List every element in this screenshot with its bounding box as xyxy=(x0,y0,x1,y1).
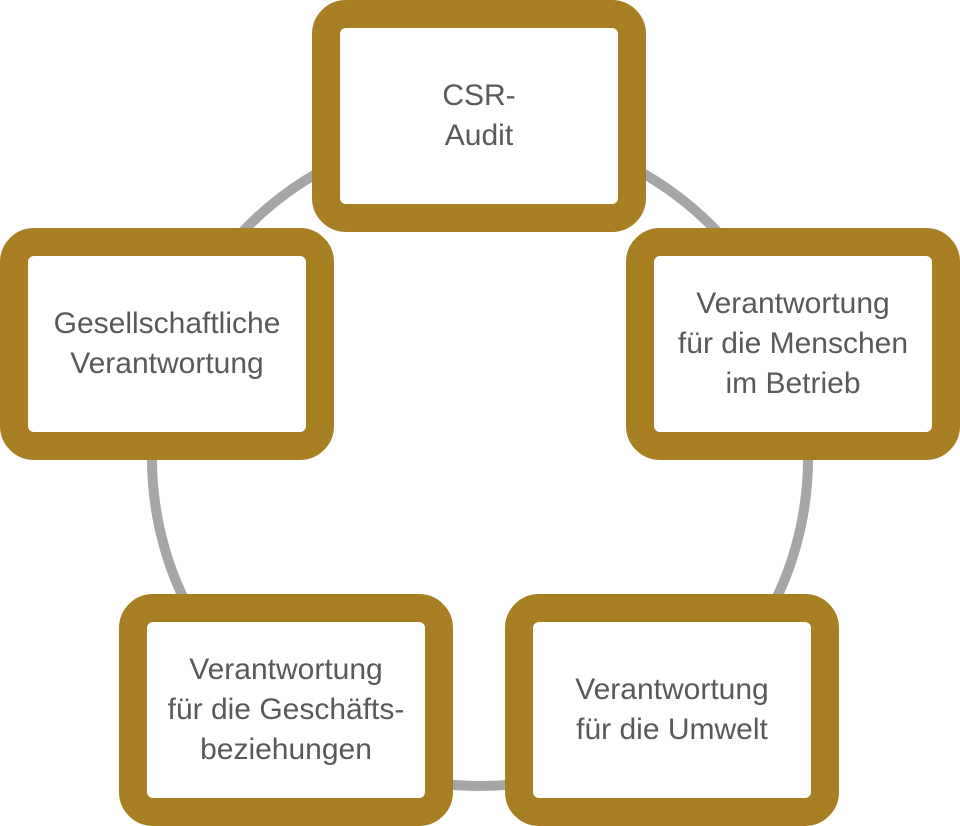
node-responsibility-business: Verantwortung für die Geschäfts- beziehu… xyxy=(119,594,453,826)
node-responsibility-people: Verantwortung für die Menschen im Betrie… xyxy=(626,228,960,460)
node-responsibility-environment: Verantwortung für die Umwelt xyxy=(505,594,839,826)
node-csr-audit-label: CSR- Audit xyxy=(442,79,516,152)
node-responsibility-people-label: Verantwortung für die Menschen im Betrie… xyxy=(677,287,909,400)
node-social-responsibility-label: Gesellschaftliche Verantwortung xyxy=(53,307,281,380)
node-responsibility-business-label: Verantwortung für die Geschäfts- beziehu… xyxy=(167,653,405,766)
node-responsibility-environment-label: Verantwortung für die Umwelt xyxy=(575,673,769,746)
node-social-responsibility: Gesellschaftliche Verantwortung xyxy=(0,228,334,460)
node-csr-audit: CSR- Audit xyxy=(312,0,646,232)
